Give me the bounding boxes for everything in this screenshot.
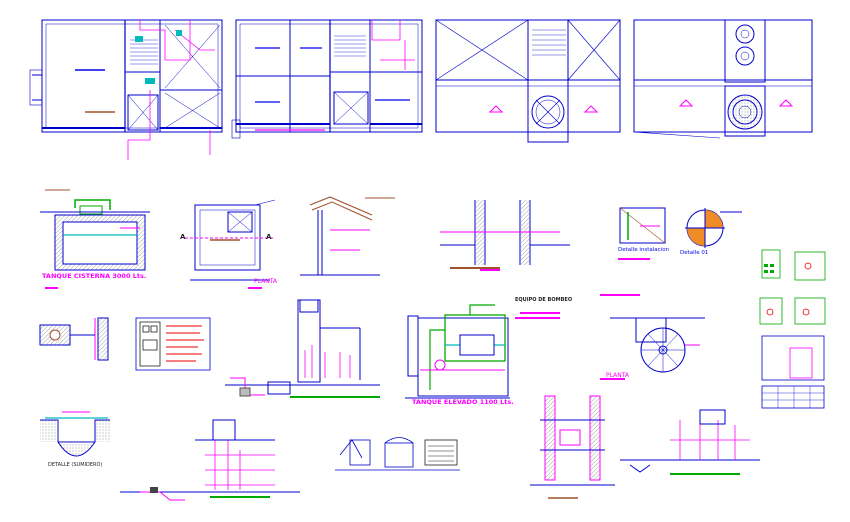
label-section-a-left: A xyxy=(180,233,186,241)
label-equipo-bombeo: EQUIPO DE BOMBEO xyxy=(515,297,573,303)
planta-small xyxy=(185,199,276,281)
label-detalle-sumidero: DETALLE (SUMIDERO) xyxy=(48,462,103,468)
wall-pipe-detail xyxy=(39,317,109,361)
bottom-right-section xyxy=(620,409,760,475)
floor-plan-1 xyxy=(29,19,223,133)
floor-plan-1-fixtures xyxy=(135,30,182,84)
dimension-leaders xyxy=(45,258,650,380)
cisterna-section xyxy=(40,189,150,271)
roof-plan-1 xyxy=(435,19,621,143)
bottom-small-details xyxy=(335,437,460,471)
pipe-section-details xyxy=(440,200,570,269)
sumidero-detail xyxy=(40,411,110,457)
column-details xyxy=(530,395,615,499)
label-tanque-cisterna: TANQUE CISTERNA 3000 Lts. xyxy=(42,272,147,280)
roof-plan-2 xyxy=(633,19,813,139)
detalle-instalacion xyxy=(619,207,666,244)
roof-detail xyxy=(300,196,395,276)
floor-plan-1-pipes xyxy=(75,20,215,160)
floor-plan-2 xyxy=(231,19,423,139)
right-mini-details xyxy=(759,249,826,409)
label-planta-small: PLANTA xyxy=(254,278,277,285)
label-detalle-instalacion: Detalle instalacion xyxy=(618,247,670,253)
floor-plan-2-pipes xyxy=(255,20,415,131)
detalle-01 xyxy=(685,208,742,248)
spiral-stair-plan xyxy=(600,294,705,373)
label-planta-escalera: PLANTA xyxy=(606,372,629,379)
tank-elevation xyxy=(225,299,380,398)
isometric-riser xyxy=(120,419,300,501)
spec-table xyxy=(135,317,211,371)
tanque-elevado xyxy=(405,304,560,399)
label-section-a-right: A xyxy=(266,233,272,241)
label-tanque-elevado: TANQUE ELEVADO 1100 Lts. xyxy=(412,398,514,406)
label-detalle-01: Detalle 01 xyxy=(680,250,709,256)
